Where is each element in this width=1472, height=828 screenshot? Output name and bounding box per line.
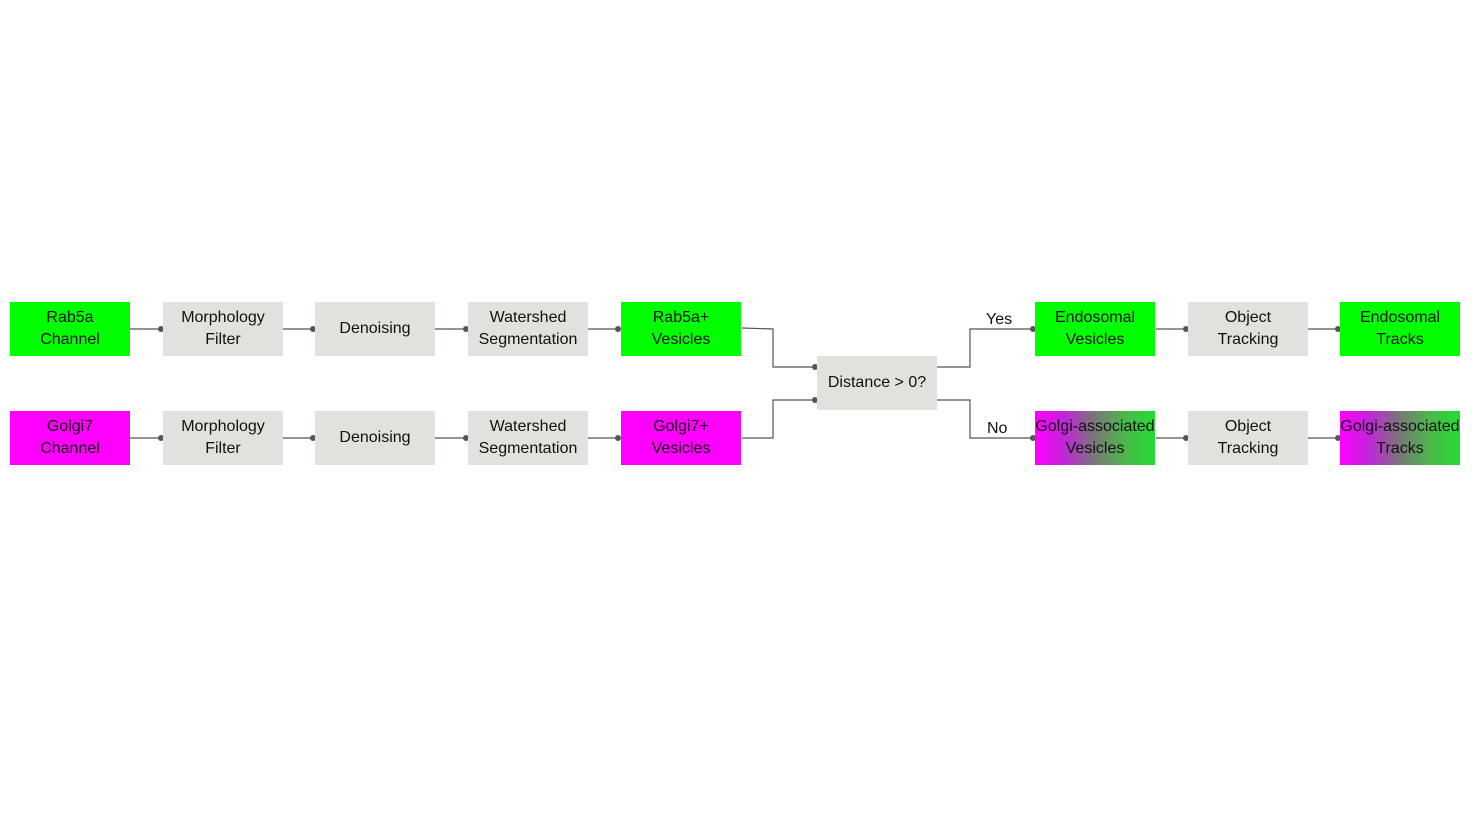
node-label: Watershed bbox=[489, 309, 567, 326]
edge-label-yes: Yes bbox=[986, 311, 1013, 328]
node-label: Tracks bbox=[1376, 440, 1424, 457]
node-label: Morphology bbox=[181, 418, 265, 435]
node-label: Filter bbox=[205, 440, 241, 457]
node-denoising-bottom: Denoising bbox=[315, 411, 435, 465]
node-label: Filter bbox=[205, 331, 241, 348]
connector-dot bbox=[310, 435, 316, 441]
connector-dot bbox=[1335, 326, 1341, 332]
node-label: Denoising bbox=[339, 429, 411, 446]
connector-dot bbox=[812, 364, 818, 370]
node-label: Segmentation bbox=[478, 440, 578, 457]
connector-dot bbox=[1030, 435, 1036, 441]
node-label: Tracks bbox=[1376, 331, 1424, 348]
edge-label-no: No bbox=[987, 420, 1008, 437]
node-decision-distance: Distance > 0? bbox=[817, 356, 937, 410]
node-label: Channel bbox=[40, 331, 100, 348]
node-label: Object bbox=[1224, 418, 1272, 435]
edge-decision-no bbox=[937, 399, 1033, 439]
node-label: Segmentation bbox=[478, 331, 578, 348]
node-rab5a-vesicles: Rab5a+ Vesicles bbox=[621, 302, 741, 356]
node-label: Golgi7 bbox=[46, 418, 94, 435]
connector-dot bbox=[1030, 326, 1036, 332]
connector-dot bbox=[1183, 435, 1189, 441]
connector-dot bbox=[310, 326, 316, 332]
edge-rab5a-vesicles-decision bbox=[741, 327, 815, 368]
connector-dot bbox=[615, 435, 621, 441]
node-label: Vesicles bbox=[1065, 331, 1125, 348]
node-label: Vesicles bbox=[651, 331, 711, 348]
node-label: Rab5a+ bbox=[652, 309, 710, 326]
connector-dot bbox=[158, 435, 164, 441]
edge-decision-yes bbox=[937, 328, 1033, 368]
node-label: Rab5a bbox=[46, 309, 94, 326]
node-label: Golgi-associated bbox=[1035, 418, 1155, 435]
node-label: Object bbox=[1224, 309, 1272, 326]
node-denoising-top: Denoising bbox=[315, 302, 435, 356]
node-label: Endosomal bbox=[1359, 309, 1441, 326]
node-label: Golgi7+ bbox=[653, 418, 709, 435]
node-label: Tracking bbox=[1217, 440, 1279, 457]
node-label: Tracking bbox=[1217, 331, 1279, 348]
node-label: Watershed bbox=[489, 418, 567, 435]
connector-dot bbox=[463, 435, 469, 441]
connector-dot bbox=[1183, 326, 1189, 332]
edge-golgi7-vesicles-decision bbox=[742, 399, 815, 439]
connector-dot bbox=[1335, 435, 1341, 441]
connector-dot bbox=[158, 326, 164, 332]
node-golgi7-vesicles: Golgi7+ Vesicles bbox=[621, 411, 741, 465]
connector-dot bbox=[615, 326, 621, 332]
node-label: Vesicles bbox=[1065, 440, 1125, 457]
node-label: Morphology bbox=[181, 309, 265, 326]
node-label: Endosomal bbox=[1054, 309, 1136, 326]
node-label: Vesicles bbox=[651, 440, 711, 457]
connector-dot bbox=[812, 397, 818, 403]
node-label: Golgi-associated bbox=[1340, 418, 1460, 435]
node-label: Distance > 0? bbox=[827, 374, 927, 391]
node-label: Denoising bbox=[339, 320, 411, 337]
connector-dot bbox=[463, 326, 469, 332]
node-label: Channel bbox=[40, 440, 100, 457]
